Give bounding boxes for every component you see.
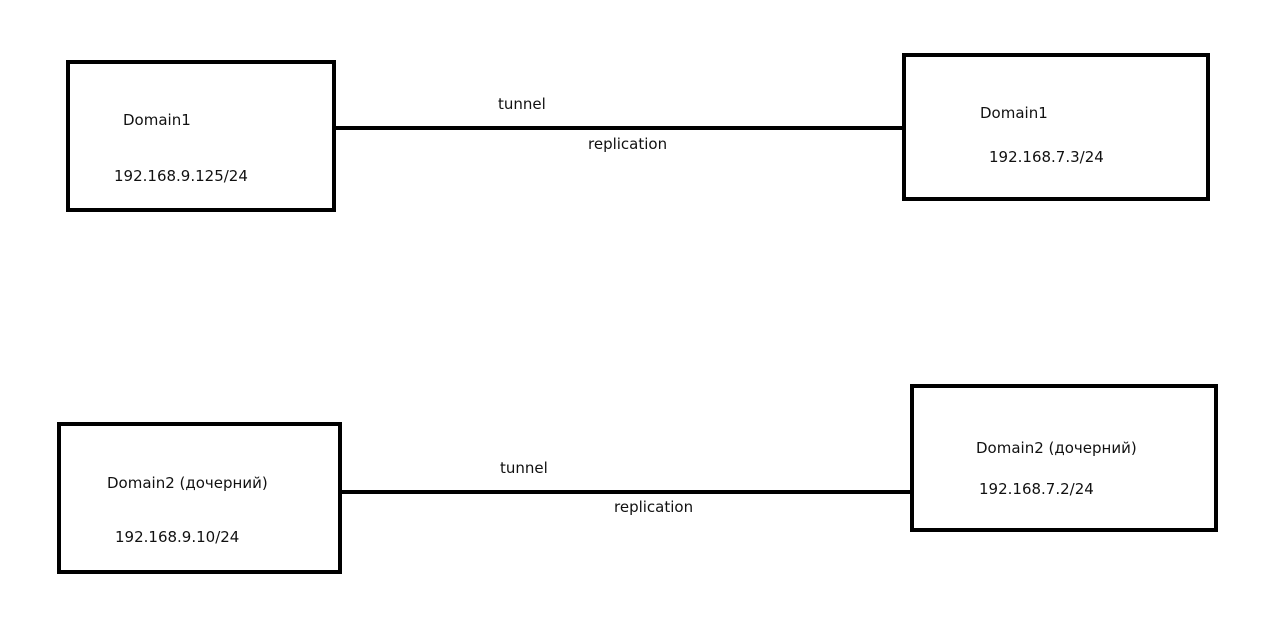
domain2-connection-line — [342, 490, 910, 494]
domain1-right-box: Domain1 192.168.7.3/24 — [902, 53, 1210, 201]
domain2-left-box: Domain2 (дочерний) 192.168.9.10/24 — [57, 422, 342, 574]
node-name: Domain1 — [123, 111, 191, 129]
domain1-connection-line — [336, 126, 906, 130]
link-label-replication: replication — [588, 135, 668, 153]
node-name: Domain2 (дочерний) — [976, 439, 1137, 457]
node-name: Domain1 — [980, 104, 1048, 122]
domain1-left-box: Domain1 192.168.9.125/24 — [66, 60, 336, 212]
node-ip: 192.168.7.3/24 — [989, 148, 1104, 166]
node-ip: 192.168.7.2/24 — [979, 480, 1094, 498]
domain2-right-box: Domain2 (дочерний) 192.168.7.2/24 — [910, 384, 1218, 532]
node-ip: 192.168.9.125/24 — [114, 167, 248, 185]
node-name: Domain2 (дочерний) — [107, 474, 268, 492]
link-label-replication: replication — [614, 498, 694, 516]
node-ip: 192.168.9.10/24 — [115, 528, 240, 546]
link-label-tunnel: tunnel — [500, 459, 548, 477]
link-label-tunnel: tunnel — [498, 95, 546, 113]
